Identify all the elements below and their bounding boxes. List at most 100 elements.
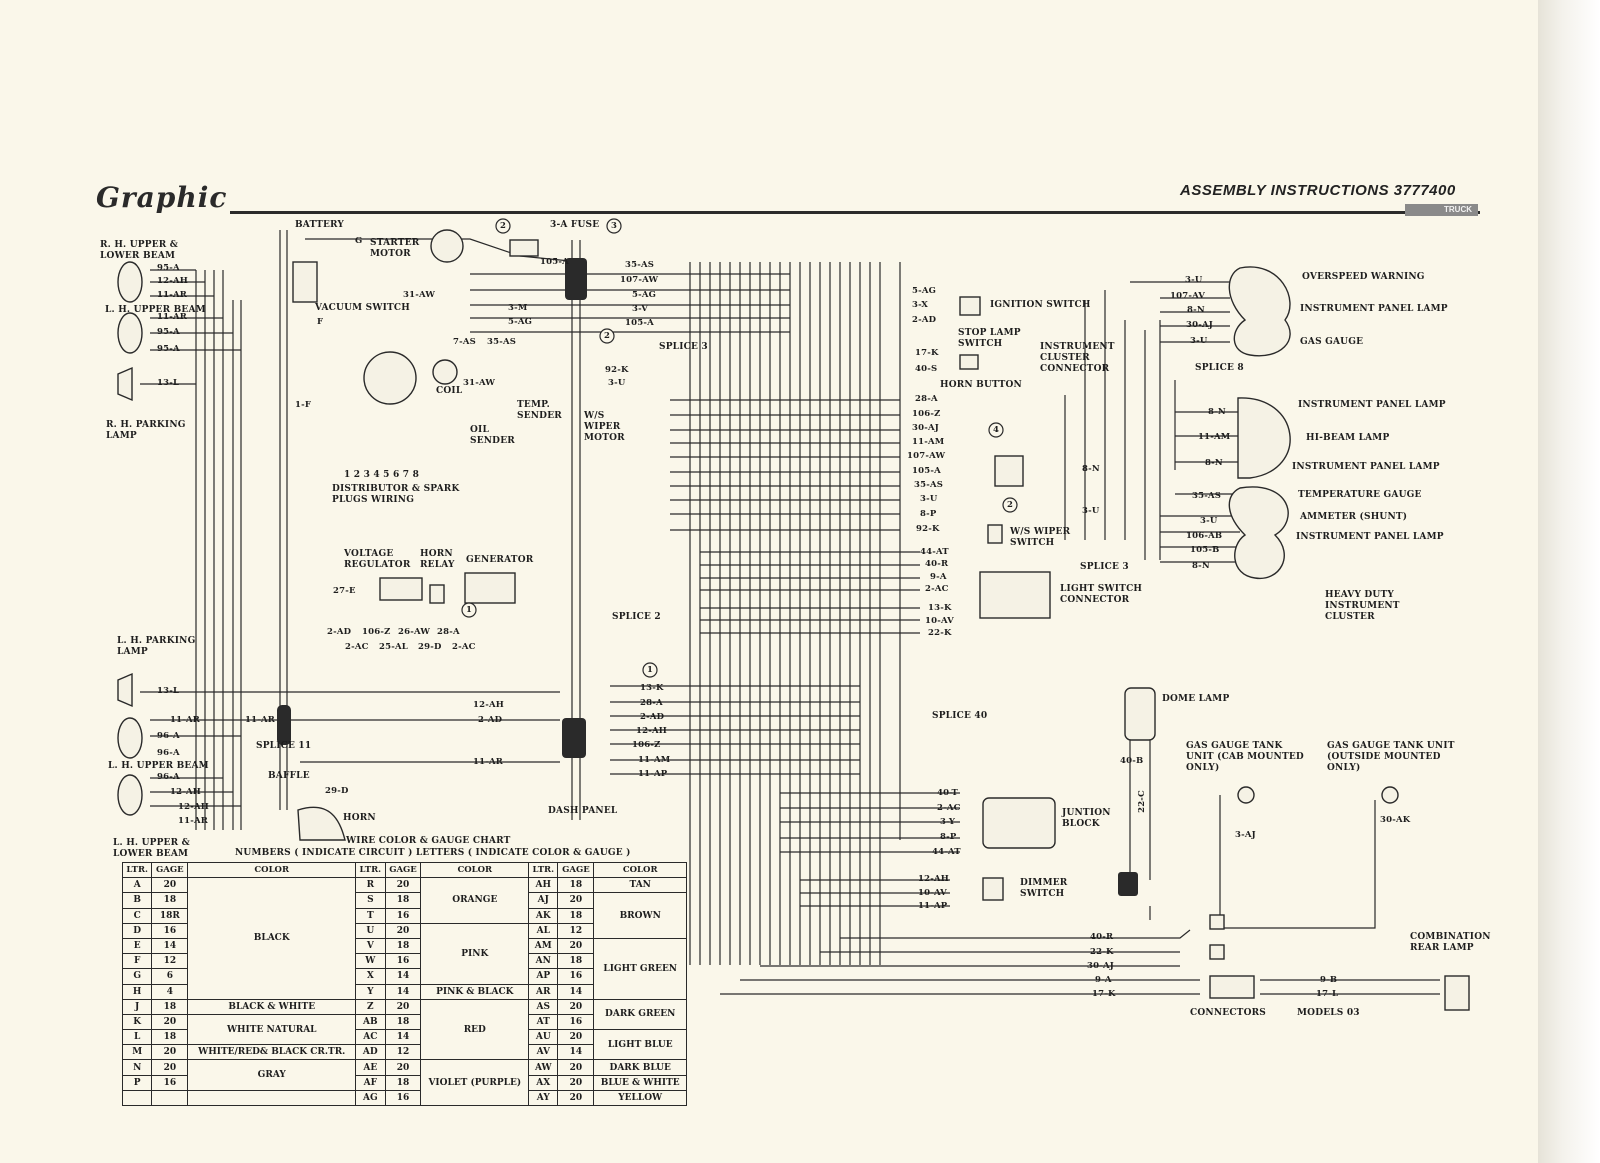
instrument-panel-lamp-label: INSTRUMENT PANEL LAMP <box>1298 400 1446 410</box>
wire-code: 35-AS <box>914 480 944 490</box>
horn-relay-label: HORN RELAY <box>420 549 455 570</box>
circle-number: 3 <box>611 221 618 231</box>
gage-cell: 16 <box>557 1013 595 1031</box>
wire-code: 107-AW <box>907 451 946 461</box>
wire-code: 25-AL <box>379 642 408 652</box>
page-title: ASSEMBLY INSTRUCTIONS 3777400 <box>1180 182 1456 199</box>
ltr-cell: AB <box>355 1013 386 1031</box>
wire-code: 95-A <box>157 263 180 273</box>
wire-code: 28-A <box>915 394 938 404</box>
ltr-cell: AX <box>528 1074 559 1091</box>
ltr-cell: AR <box>528 983 559 1000</box>
wire-code: 40-R <box>925 559 949 569</box>
gage-cell: 20 <box>151 877 189 894</box>
wire-code: 2-AD <box>327 627 352 637</box>
instrument-cluster-connector-label: INSTRUMENT CLUSTER CONNECTOR <box>1040 342 1115 374</box>
gage-cell: 20 <box>384 1059 422 1076</box>
gage-cell: 16 <box>384 907 422 924</box>
horn-button-label: HORN BUTTON <box>940 380 1022 390</box>
splice-3-label: SPLICE 3 <box>659 342 708 352</box>
generator-label: GENERATOR <box>466 555 534 565</box>
wire-code: 40-B <box>1120 756 1144 766</box>
wire-code: 8-N <box>1208 407 1226 417</box>
wire-code: 11-AP <box>638 769 668 779</box>
color-cell: WHITE NATURAL <box>187 1013 357 1046</box>
ltr-cell: E <box>121 937 153 955</box>
wire-code: 30-AJ <box>1087 961 1114 971</box>
wire-code: 96-A <box>157 772 180 782</box>
horn-label: HORN <box>343 813 376 823</box>
wire-code: 9-A <box>1095 975 1112 985</box>
color-cell: BROWN <box>593 892 687 939</box>
color-cell: PINK & BLACK <box>420 983 530 1000</box>
wire-code: 12-AH <box>170 787 201 797</box>
circle-number: 2 <box>604 331 611 341</box>
gage-cell: 18 <box>557 877 595 894</box>
dome-lamp-label: DOME LAMP <box>1162 694 1230 704</box>
gage-cell: 20 <box>384 922 422 939</box>
wire-code: 11-AM <box>1198 432 1231 442</box>
wire-code: 2-AC <box>925 584 949 594</box>
wire-code: 96-A <box>157 731 180 741</box>
temp-sender-label: TEMP. SENDER <box>517 400 562 421</box>
gage-cell: 20 <box>151 1013 189 1031</box>
dash-panel-label: DASH PANEL <box>548 806 618 816</box>
chart-title: WIRE COLOR & GAUGE CHART <box>346 836 511 846</box>
wire-code: 3-M <box>508 303 528 313</box>
wire-code: 12-AH <box>178 802 209 812</box>
lh-upper-beam-label-lower: L. H. UPPER BEAM <box>108 761 209 771</box>
ltr-cell: AJ <box>528 892 559 909</box>
ltr-cell: AW <box>528 1059 559 1076</box>
wire-code: 40-S <box>915 364 938 374</box>
wire-code: 5-AG <box>632 290 657 300</box>
wire-code: 11-AP <box>918 901 948 911</box>
gage-cell: 20 <box>557 1074 595 1091</box>
ltr-header: LTR. <box>355 861 386 879</box>
distributor-label: DISTRIBUTOR & SPARK PLUGS WIRING <box>332 484 460 505</box>
coil-label: COIL <box>436 386 463 396</box>
color-cell: GRAY <box>187 1059 357 1091</box>
ltr-cell: P <box>121 1074 153 1091</box>
wire-code: 8-N <box>1192 561 1210 571</box>
ltr-cell: AG <box>355 1089 386 1107</box>
wire-code: 35-AS <box>487 337 517 347</box>
gage-cell: 18 <box>384 892 422 909</box>
gage-header: GAGE <box>151 861 189 879</box>
wire-code: 1-F <box>295 400 312 410</box>
gage-cell: 16 <box>384 953 422 970</box>
lh-upper-beam-label: L. H. UPPER BEAM <box>105 305 206 315</box>
wire-code: 29-D <box>418 642 442 652</box>
ltr-cell: G <box>121 968 153 985</box>
connectors-label: CONNECTORS <box>1190 1008 1266 1018</box>
circle-number: 1 <box>647 665 654 675</box>
color-cell: YELLOW <box>593 1089 687 1107</box>
gage-cell: 14 <box>557 983 595 1000</box>
gage-cell: 20 <box>557 1089 595 1107</box>
wire-code: 31-AW <box>403 290 436 300</box>
header-rule <box>230 211 1480 214</box>
wire-code: 5-AG <box>508 317 533 327</box>
ltr-cell: J <box>121 998 153 1015</box>
wire-code: 8-P <box>920 509 937 519</box>
wire-code: 3-AJ <box>1235 830 1256 840</box>
gage-cell: 18 <box>151 892 189 909</box>
wire-code: 95-A <box>157 344 180 354</box>
battery-label: BATTERY <box>295 220 345 230</box>
wire-code: 2-AC <box>345 642 369 652</box>
models-label: MODELS 03 <box>1297 1008 1360 1018</box>
gage-cell: 20 <box>557 998 595 1015</box>
wire-code: 106-AB <box>1186 531 1223 541</box>
wire-code: 9-A <box>930 572 947 582</box>
wire-code: 3-U <box>920 494 938 504</box>
gage-cell: 18R <box>151 907 189 924</box>
ltr-cell: W <box>355 953 386 970</box>
ltr-cell: X <box>355 968 386 985</box>
heavy-duty-cluster-label: HEAVY DUTY INSTRUMENT CLUSTER <box>1325 590 1400 622</box>
